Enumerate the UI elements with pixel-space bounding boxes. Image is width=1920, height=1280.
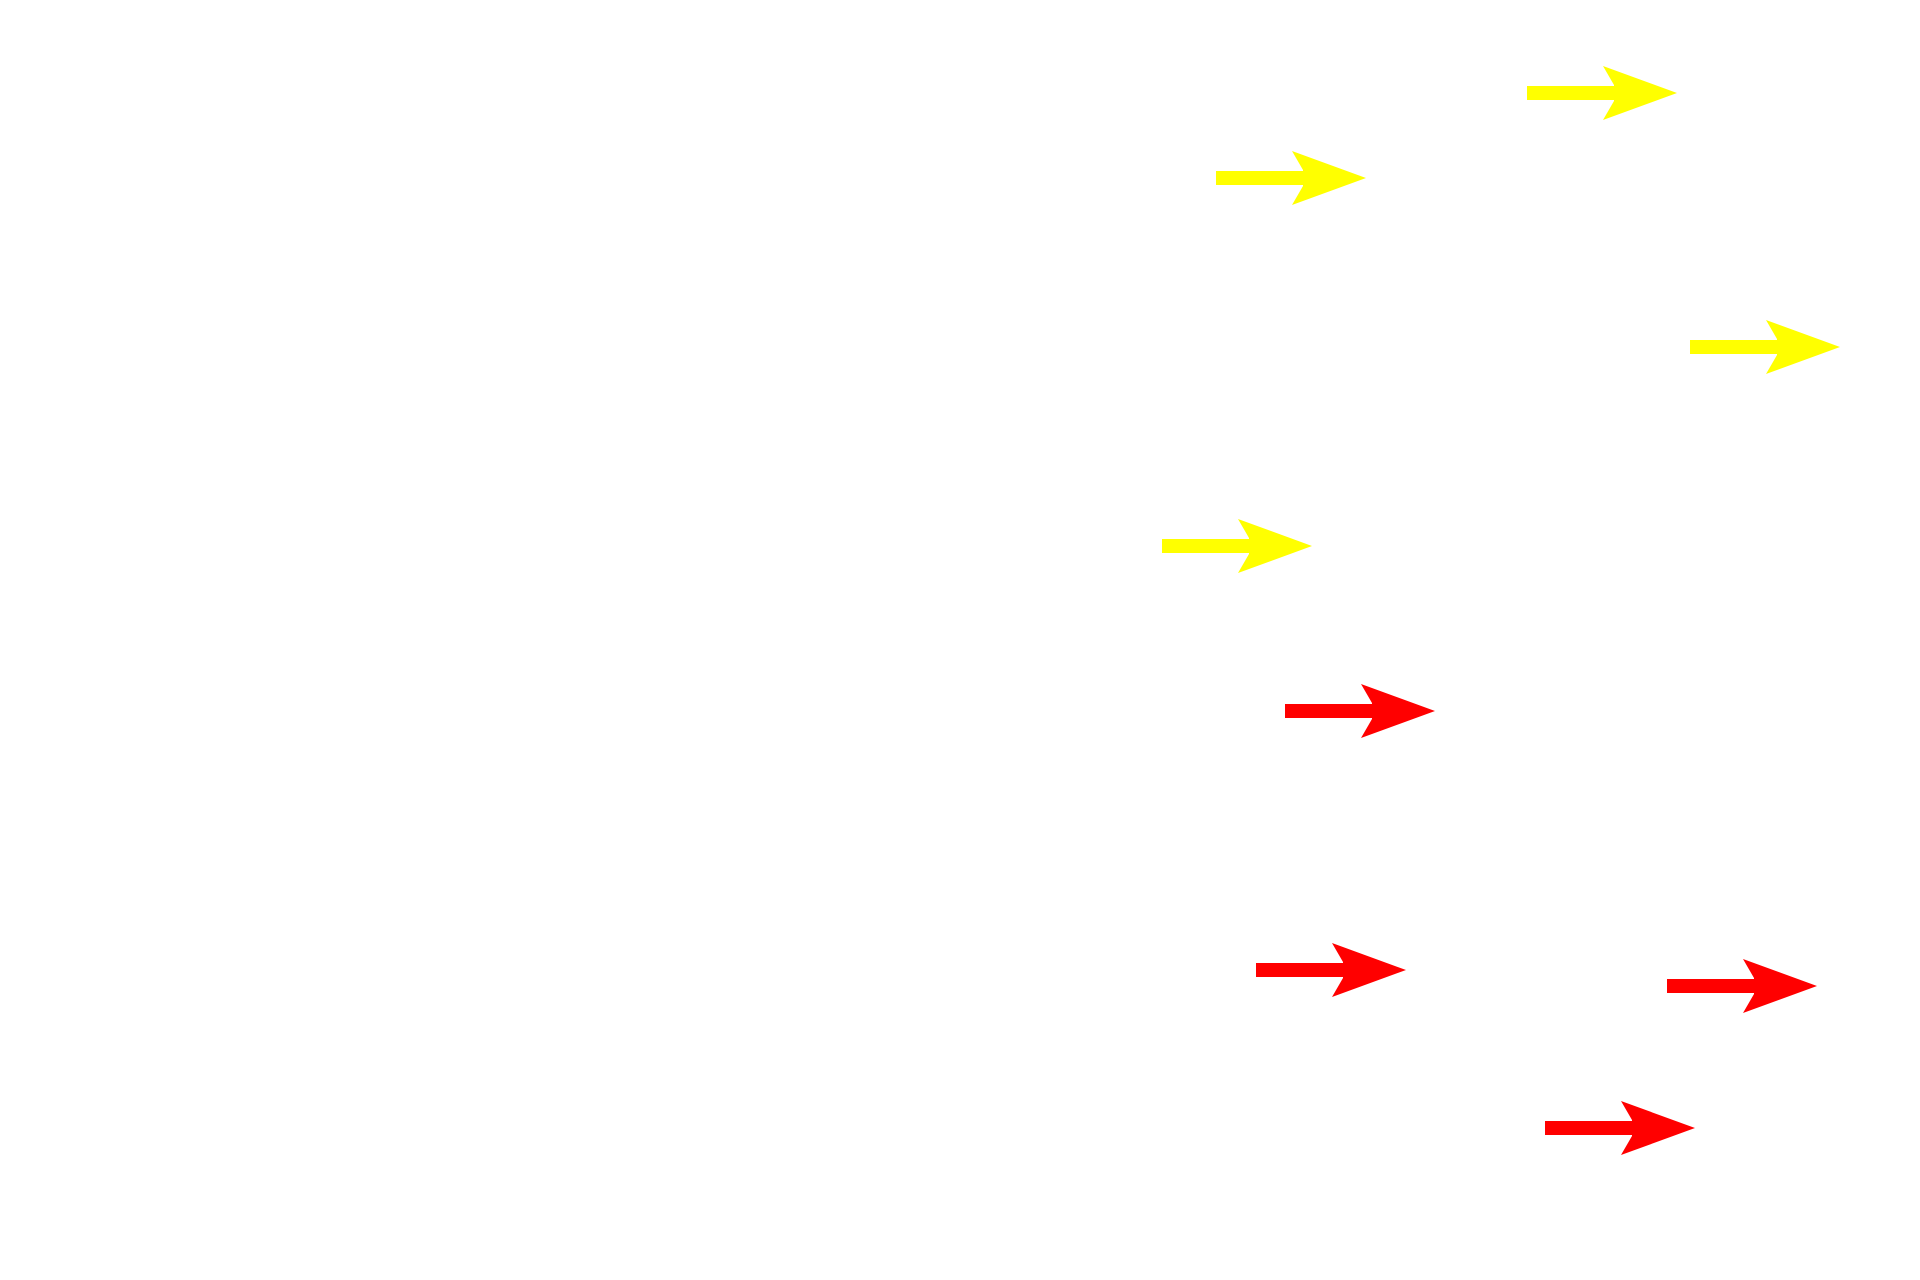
arrow-right-icon (1285, 684, 1435, 738)
arrow-right-icon (1545, 1101, 1695, 1155)
arrow-right-icon (1256, 943, 1406, 997)
arrows-layer (1162, 66, 1840, 1155)
arrow-right-icon (1667, 959, 1817, 1013)
arrow-right-icon (1690, 320, 1840, 374)
arrow-right-icon (1216, 151, 1366, 205)
arrow-right-icon (1162, 519, 1312, 573)
arrow-right-icon (1527, 66, 1677, 120)
